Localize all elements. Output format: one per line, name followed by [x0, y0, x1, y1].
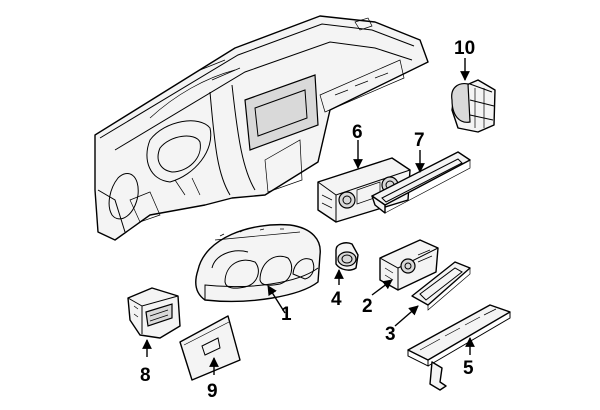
callout-6: 6: [352, 122, 363, 143]
leader-3: [394, 305, 419, 327]
part-8-bracket: [127, 287, 181, 339]
part-2-switch-assembly: [379, 239, 439, 291]
leader-1: [267, 285, 286, 314]
callout-8: 8: [140, 365, 151, 386]
part-3-trim-bezel: [411, 261, 471, 311]
callout-9: 9: [207, 381, 218, 402]
callout-7: 7: [414, 130, 425, 151]
callout-4: 4: [331, 289, 342, 310]
part-9-panel: [179, 315, 241, 381]
part-1-instrument-cluster: [195, 223, 321, 303]
part-7-bezel: [371, 151, 471, 214]
callout-1: 1: [281, 304, 292, 325]
leader-lines: [142, 58, 475, 375]
callout-labels: 1 2 3 4 5 6 7 8 9 10: [140, 38, 475, 402]
callout-3: 3: [385, 324, 396, 345]
part-10-module: [451, 79, 496, 133]
callout-2: 2: [362, 296, 373, 317]
part-5-switch-bar: [407, 304, 511, 391]
leader-2: [371, 279, 393, 296]
callout-10: 10: [454, 38, 475, 59]
part-4-push-button: [335, 242, 359, 271]
callout-5: 5: [463, 358, 474, 379]
dashboard-assembly: [94, 15, 429, 241]
